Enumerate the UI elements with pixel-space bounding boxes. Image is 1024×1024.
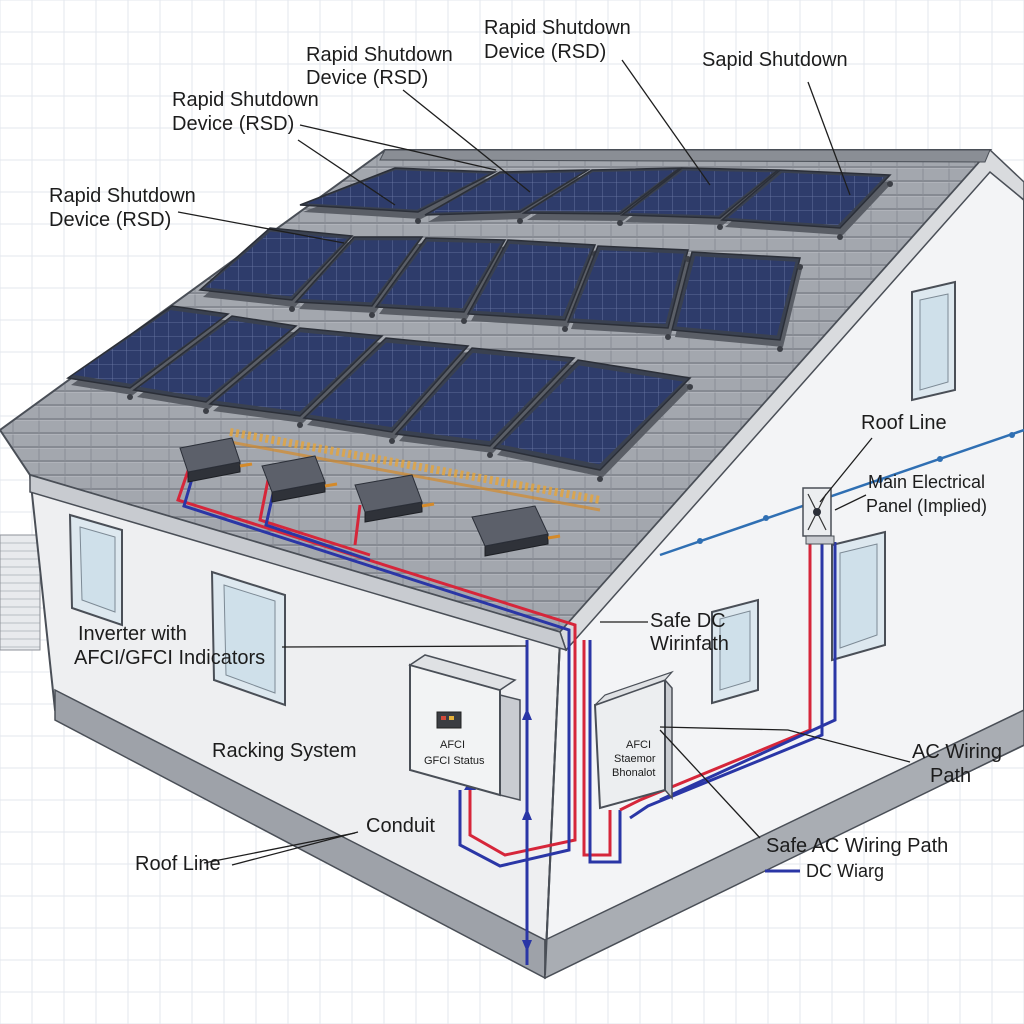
inverter: AFCI GFCI Status: [408, 654, 521, 801]
dc-wire-roof: [176, 464, 577, 857]
label-dc-legend: DC Wiarg: [806, 861, 884, 881]
solar-panel: [394, 347, 577, 458]
label-safe-dc-2: Wirinfath: [650, 633, 729, 655]
inverter-display-text-1: AFCI: [440, 739, 465, 751]
gutter: [29, 473, 568, 652]
rsd-box: [179, 437, 253, 483]
solar-panel: [566, 245, 691, 340]
label-inverter-2: AFCI/GFCI Indicators: [74, 647, 265, 669]
solar-panel: [466, 239, 598, 332]
solar-panel: [66, 305, 231, 400]
rsd-box: [471, 505, 561, 557]
solar-panel: [671, 251, 803, 352]
window-gable-mid: [711, 598, 759, 705]
wiring: [176, 428, 1024, 965]
label-rsd-far-left-2: Device (RSD): [49, 209, 171, 231]
service-mast: [802, 487, 835, 545]
label-main-panel-2: Panel (Implied): [866, 496, 987, 516]
grid-service-line: [659, 428, 1024, 557]
label-rsd-top-center-2: Device (RSD): [484, 41, 606, 63]
solar-panel: [720, 169, 893, 240]
solar-panel: [521, 167, 683, 226]
solar-panel: [374, 237, 508, 324]
rsd-boxes: [179, 437, 561, 557]
label-inverter-1: Inverter with: [78, 623, 187, 645]
siding-vent: [0, 534, 41, 651]
label-safe-ac: Safe AC Wiring Path: [766, 835, 948, 857]
label-ac-wiring-2: Path: [930, 765, 971, 787]
solar-panel: [198, 227, 355, 312]
label-racking-system: Racking System: [212, 740, 357, 762]
inverter-display-text-2: GFCI Status: [424, 755, 485, 767]
ac-wire-gable: [629, 540, 824, 820]
label-rsd-mid-left-2: Device (RSD): [172, 113, 294, 135]
label-rsd-top-center-1: Rapid Shutdown: [484, 17, 631, 39]
label-rsd-upper-left-1: Rapid Shutdown: [306, 44, 453, 66]
label-conduit: Conduit: [366, 815, 435, 837]
window-gable-top: [911, 280, 956, 402]
rsd-box: [354, 474, 435, 523]
labels: Rapid Shutdown Device (RSD) Rapid Shutdo…: [49, 17, 1002, 881]
solar-panel: [492, 359, 693, 482]
shutdown-box: AFCI Staemor Bhonalot: [593, 670, 674, 810]
ac-wire-roof: [182, 464, 571, 868]
leader-lines: [177, 59, 911, 873]
label-rsd-far-left-1: Rapid Shutdown: [49, 185, 196, 207]
box-text-3: Bhonalot: [612, 767, 655, 779]
box-text-2: Staemor: [614, 753, 656, 765]
roof-ridge: [379, 149, 991, 163]
solar-panel: [132, 315, 299, 414]
label-rsd-upper-left-2: Device (RSD): [306, 67, 428, 89]
label-sapid-shutdown: Sapid Shutdown: [702, 49, 848, 71]
window-front-center: [210, 570, 286, 707]
solar-panel: [294, 236, 425, 318]
label-rsd-mid-left-1: Rapid Shutdown: [172, 89, 319, 111]
solar-panel: [302, 337, 471, 444]
box-text-1: AFCI: [626, 739, 651, 751]
solar-panel: [208, 327, 385, 428]
rsd-box: [261, 455, 338, 503]
label-roof-line-right: Roof Line: [861, 412, 947, 434]
solar-panel: [299, 167, 498, 224]
dc-wire-gable: [619, 540, 812, 812]
solar-array: [66, 167, 893, 482]
window-gable-right: [831, 530, 886, 662]
racking-bundle: [229, 428, 601, 504]
label-roof-line-left: Roof Line: [135, 853, 221, 875]
label-safe-dc-1: Safe DC: [650, 610, 726, 632]
label-ac-wiring-1: AC Wiring: [912, 741, 1002, 763]
window-front-left: [68, 513, 123, 627]
label-main-panel-1: Main Electrical: [868, 472, 985, 492]
